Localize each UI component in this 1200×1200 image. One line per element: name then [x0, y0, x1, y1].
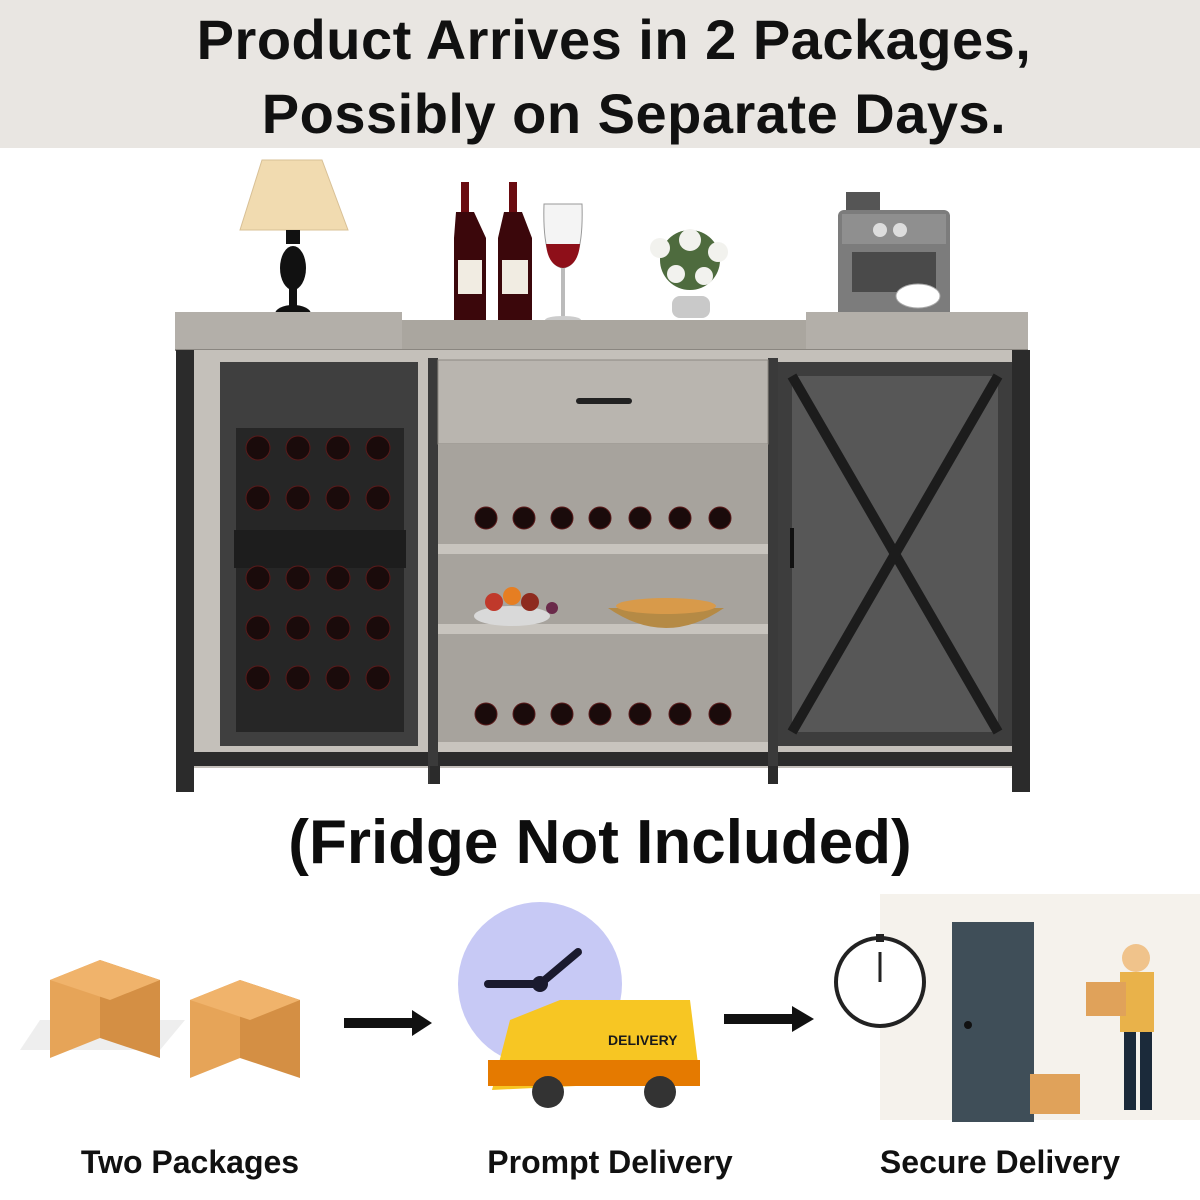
product-scene [175, 159, 1030, 792]
fridge-not-included-note: (Fridge Not Included) [288, 808, 912, 877]
wine-bottles-icon [454, 182, 532, 322]
fridge-bottle [365, 615, 391, 641]
fridge-bottle [285, 615, 311, 641]
shelf-bottle [512, 506, 536, 530]
shelf-bottle [550, 702, 574, 726]
delivery-steps: DELIVERY [20, 894, 1200, 1122]
van-delivery-text: DELIVERY [608, 1032, 678, 1048]
shelf-bottle [628, 702, 652, 726]
flower-pot-icon [650, 229, 728, 318]
bread-basket-icon [608, 598, 724, 628]
fridge-bottle [325, 565, 351, 591]
mesh-door [778, 362, 1012, 746]
step-label-prompt-delivery: Prompt Delivery [487, 1144, 733, 1180]
shelf-bottle [708, 506, 732, 530]
shelf-bottle [588, 506, 612, 530]
fridge-bottle [365, 565, 391, 591]
door-courier-icon [880, 894, 1200, 1122]
wine-fridge-icon [220, 362, 418, 746]
fridge-bottle [245, 615, 271, 641]
shelf-bottle [588, 702, 612, 726]
shelf-bottle [668, 702, 692, 726]
fridge-bottle [365, 485, 391, 511]
wine-glass-icon [543, 203, 583, 324]
step-label-secure-delivery: Secure Delivery [879, 1144, 1121, 1180]
cabinet-drawer [437, 359, 769, 445]
fridge-bottle [245, 665, 271, 691]
fridge-bottle [285, 485, 311, 511]
fridge-bottle [285, 435, 311, 461]
shelf-bottle [628, 506, 652, 530]
step-label-two-packages: Two Packages [80, 1144, 300, 1180]
cabinet-feet [176, 766, 1030, 792]
fridge-bottle [285, 665, 311, 691]
espresso-machine-icon [838, 192, 950, 328]
fruit-bowl-icon [474, 587, 558, 626]
fridge-bottle [325, 485, 351, 511]
table-lamp-icon [239, 159, 349, 323]
shelf-bottle [474, 506, 498, 530]
shelf-bottle [512, 702, 536, 726]
fridge-bottle [325, 665, 351, 691]
fridge-bottle [365, 665, 391, 691]
two-boxes-icon [20, 960, 300, 1078]
fridge-bottle [285, 565, 311, 591]
fridge-bottle [245, 565, 271, 591]
shelf-bottle [474, 702, 498, 726]
arrow-right-icon [344, 1010, 432, 1036]
fridge-bottle [365, 435, 391, 461]
cabinet-top [175, 312, 1028, 351]
shelf-bottle-rows [474, 506, 732, 726]
fridge-bottle [325, 615, 351, 641]
stopwatch-icon [834, 934, 926, 1028]
fridge-bottle [245, 435, 271, 461]
shelf-bottle [708, 702, 732, 726]
top-banner: Product Arrives in 2 Packages, Possibly … [0, 0, 1200, 148]
banner-title-line-1: Product Arrives in 2 Packages, [196, 8, 1032, 71]
shelf-bottle [668, 506, 692, 530]
fridge-bottle [325, 435, 351, 461]
fridge-bottle-rows [245, 435, 391, 691]
banner-title-line-2: Possibly on Separate Days. [261, 82, 1007, 145]
arrow-right-icon-2 [724, 1006, 814, 1032]
shelf-bottle [550, 506, 574, 530]
fridge-bottle [245, 485, 271, 511]
delivery-van-icon: DELIVERY [488, 1000, 700, 1108]
